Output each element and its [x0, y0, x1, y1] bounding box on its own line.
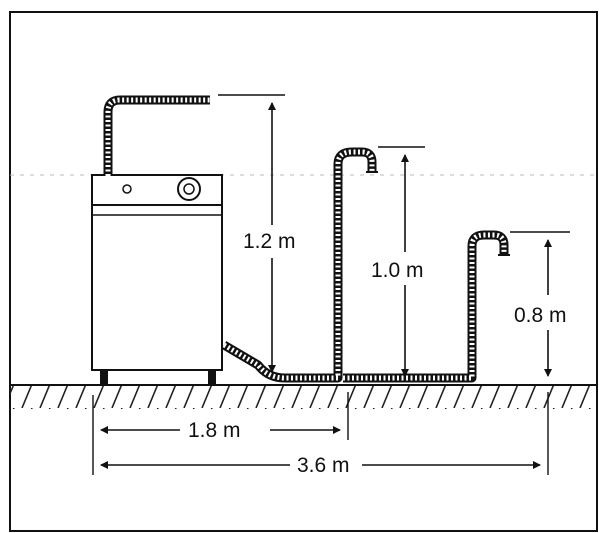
- figure-frame: [9, 11, 598, 532]
- drain-hose-icon: [103, 95, 210, 176]
- dimension-arrow-icon: [510, 231, 570, 377]
- dimension-arrow-icon: [378, 146, 425, 377]
- dimension-label-1-2m: 1.2 m: [243, 230, 296, 253]
- dimension-label-3-6m: 3.6 m: [297, 454, 350, 477]
- dimension-label-1-8m: 1.8 m: [188, 419, 241, 442]
- dimension-label-1-0m: 1.0 m: [371, 259, 424, 282]
- drain-hose-icon: [221, 147, 509, 383]
- dimension-label-0-8m: 0.8 m: [514, 304, 567, 327]
- washing-machine-icon: [91, 174, 223, 385]
- dimension-arrow-icon: [92, 392, 549, 475]
- dimension-arrow-icon: [218, 94, 285, 373]
- dimension-arrow-icon: [92, 392, 349, 440]
- ground-hatch-icon: [10, 384, 597, 409]
